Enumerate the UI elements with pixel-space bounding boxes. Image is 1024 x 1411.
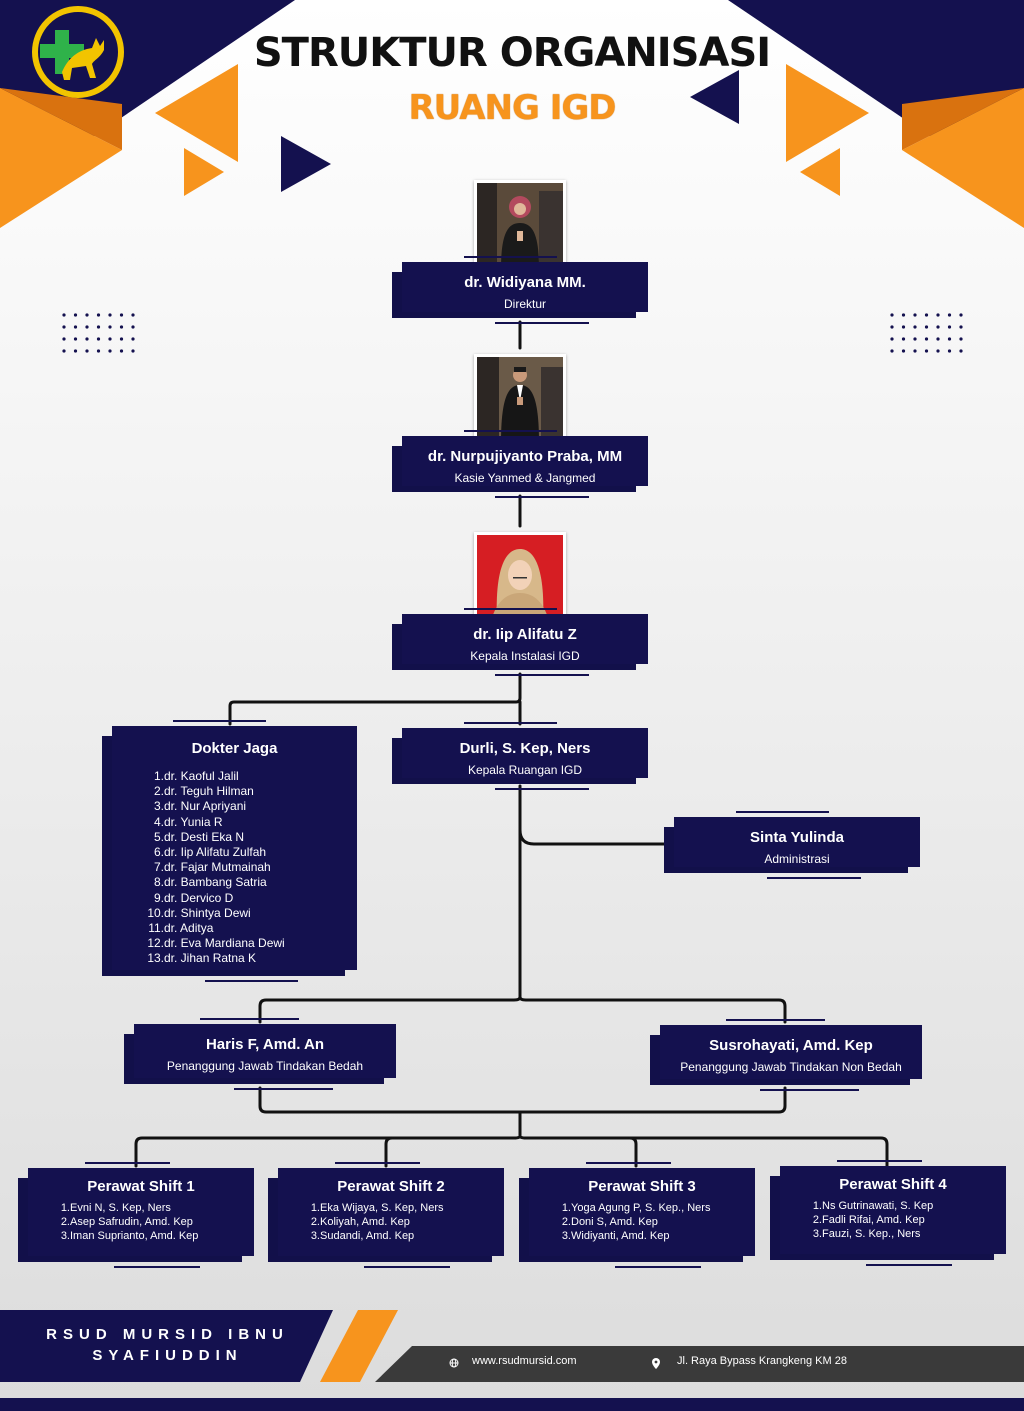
list-item: 1.Eka Wijaya, S. Kep, Ners (310, 1202, 444, 1214)
list-item: 7.dr. Fajar Mutmainah (153, 860, 271, 875)
list-item: 5.dr. Desti Eka N (153, 829, 245, 844)
shift-member-list: 1.Evni N, S. Kep, Ners 2.Asep Safrudin, A… (58, 1201, 254, 1243)
shift-title: Perawat Shift 2 (337, 1178, 445, 1195)
node-role-pj-non-bedah: Penanggung Jawab Tindakan Non Bedah (680, 1060, 902, 1074)
node-role-kepala-ruangan: Kepala Ruangan IGD (467, 763, 583, 777)
page-title: STRUKTUR ORGANISASI (253, 30, 771, 76)
list-item: 11.dr. Aditya (148, 921, 214, 936)
shift-title: Perawat Shift 4 (839, 1176, 947, 1193)
node-name-kepala-ruangan: Durli, S. Kep, Ners (459, 740, 591, 757)
card-kepala-instalasi: dr. Iip Alifatu Z Kepala Instalasi IGD (392, 608, 648, 676)
list-item: 2.dr. Teguh Hilman (153, 784, 254, 799)
shift-title: Perawat Shift 3 (588, 1178, 696, 1195)
list-item: 3.Iman Suprianto, Amd. Kep (60, 1230, 199, 1242)
node-name-kepala-instalasi: dr. Iip Alifatu Z (473, 626, 577, 643)
globe-icon (449, 1358, 459, 1368)
address-text: Jl. Raya Bypass Krangkeng KM 28 (677, 1355, 847, 1367)
node-role-kepala-instalasi: Kepala Instalasi IGD (470, 649, 580, 663)
website-link[interactable]: www.rsudmursid.com (472, 1355, 577, 1367)
list-item: 2.Koliyah, Amd. Kep (310, 1216, 410, 1228)
card-kasie: dr. Nurpujiyanto Praba, MM Kasie Yanmed &… (392, 430, 648, 498)
list-item: 3.Widiyanti, Amd. Kep (561, 1230, 670, 1242)
list-item: 6.dr. Iip Alifatu Zulfah (153, 845, 267, 860)
list-item: 2.Doni S, Amd. Kep (561, 1216, 658, 1228)
list-item: 10.dr. Shintya Dewi (147, 905, 251, 920)
list-item: 3.Sudandi, Amd. Kep (310, 1230, 415, 1242)
list-item: 4.dr. Yunia R (153, 814, 223, 829)
node-name-direktur: dr. Widiyana MM. (464, 274, 586, 291)
dokter-jaga-title: Dokter Jaga (191, 740, 278, 757)
card-perawat-shift-1: Perawat Shift 1 1.Evni N, S. Kep, Ners 2.A… (18, 1162, 254, 1268)
shift-member-list: 1.Ns Gutrinawati, S. Kep 2.Fadli Rifai, A… (810, 1199, 1006, 1241)
list-item: 3.dr. Nur Apriyani (153, 799, 247, 814)
list-item: 9.dr. Dervico D (153, 890, 234, 905)
shift-title: Perawat Shift 1 (87, 1178, 195, 1195)
node-role-pj-bedah: Penanggung Jawab Tindakan Bedah (166, 1059, 364, 1073)
node-role-kasie: Kasie Yanmed & Jangmed (454, 471, 596, 485)
node-name-pj-bedah: Haris F, Amd. An (205, 1036, 325, 1053)
list-item: 1.dr. Kaoful Jalil (153, 769, 239, 783)
deer-cross-logo-icon (32, 6, 124, 98)
card-perawat-shift-3: Perawat Shift 3 1.Yoga Agung P, S. Kep., … (519, 1162, 755, 1268)
list-item: 8.dr. Bambang Satria (153, 875, 267, 890)
map-pin-icon (652, 1358, 660, 1369)
node-name-administrasi: Sinta Yulinda (750, 829, 844, 846)
list-item: 1.Evni N, S. Kep, Ners (60, 1202, 171, 1214)
photo-direktur (474, 180, 566, 272)
node-name-kasie: dr. Nurpujiyanto Praba, MM (427, 448, 623, 465)
list-item: 13.dr. Jihan Ratna K (147, 951, 257, 966)
photo-kasie (474, 354, 566, 446)
list-item: 1.Yoga Agung P, S. Kep., Ners (561, 1202, 711, 1214)
photo-kepala-instalasi (474, 532, 566, 624)
node-role-administrasi: Administrasi (764, 852, 830, 866)
card-direktur: dr. Widiyana MM. Direktur (392, 256, 648, 324)
list-item: 12.dr. Eva Mardiana Dewi (147, 936, 285, 951)
organization-name: RSUD MURSID IBNU SYAFIUDDIN (46, 1326, 289, 1364)
page-subtitle: RUANG IGD (408, 88, 616, 128)
list-item: 3.Fauzi, S. Kep., Ners (812, 1228, 921, 1240)
list-item: 1.Ns Gutrinawati, S. Kep (812, 1200, 934, 1212)
node-role-direktur: Direktur (503, 297, 546, 311)
list-item: 2.Asep Safrudin, Amd. Kep (60, 1216, 193, 1228)
shift-member-list: 1.Eka Wijaya, S. Kep, Ners 2.Koliyah, Amd… (308, 1201, 504, 1243)
card-perawat-shift-2: Perawat Shift 2 1.Eka Wijaya, S. Kep, Ner… (268, 1162, 504, 1268)
shift-member-list: 1.Yoga Agung P, S. Kep., Ners 2.Doni S, A… (559, 1201, 755, 1243)
card-perawat-shift-4: Perawat Shift 4 1.Ns Gutrinawati, S. Kep 2… (770, 1160, 1006, 1266)
list-item: 2.Fadli Rifai, Amd. Kep (812, 1214, 925, 1226)
card-pj-bedah: Haris F, Amd. An Penanggung Jawab Tindaka… (124, 1018, 396, 1090)
node-name-pj-non-bedah: Susrohayati, Amd. Kep (709, 1037, 873, 1054)
